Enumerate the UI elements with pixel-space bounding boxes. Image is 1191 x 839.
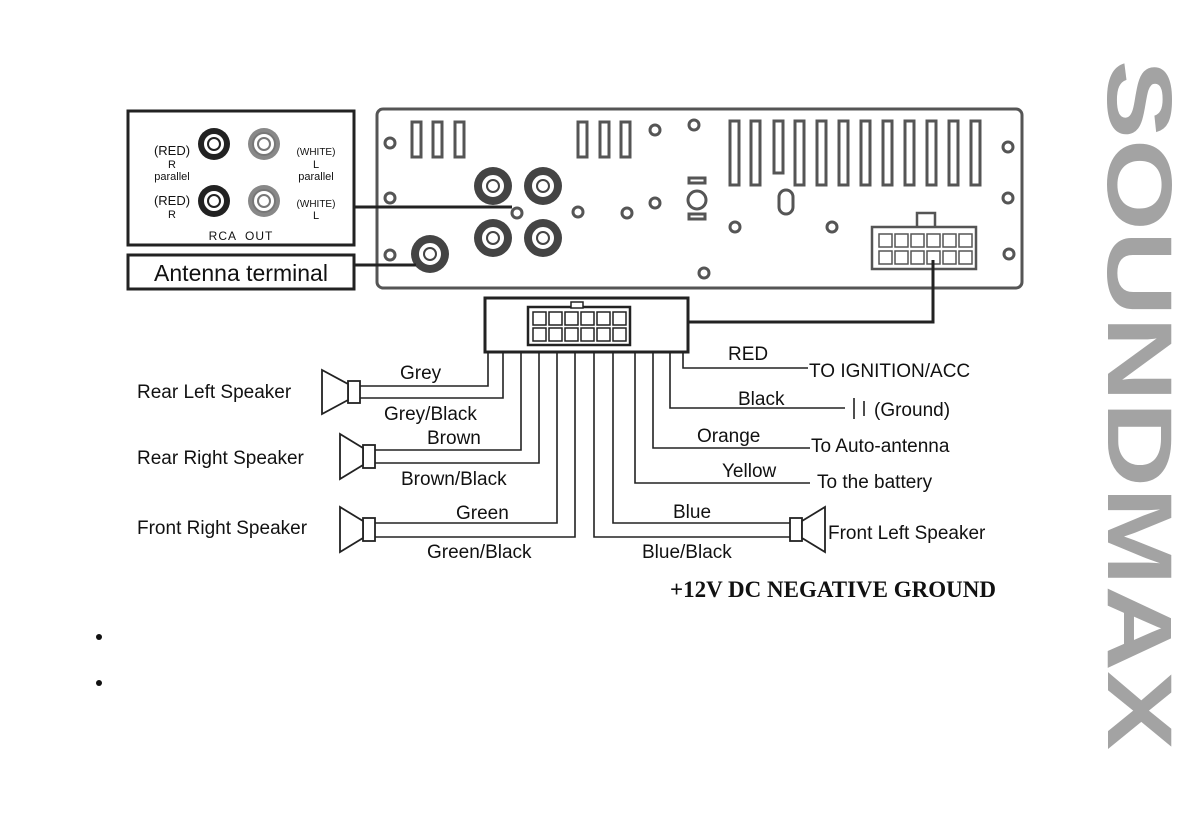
label-red: (RED) — [154, 143, 190, 158]
soundmax-logo: SOUNDMAX — [1090, 60, 1180, 750]
antenna-jack — [411, 235, 449, 273]
wire-label-brown-black: Brown/Black — [401, 469, 507, 490]
label-l: L — [313, 159, 319, 171]
wire-brown — [375, 352, 522, 451]
label-r: R — [168, 159, 176, 171]
wire-label-black: Black — [738, 389, 785, 410]
rca-jack-red — [198, 185, 230, 217]
label-white: (WHITE) — [297, 147, 336, 158]
ignition-destination: TO IGNITION/ACC — [809, 361, 970, 382]
wires — [360, 352, 865, 538]
unit-iso-socket — [870, 211, 978, 271]
rca-panel: (RED) R parallel (WHITE) L parallel (RED… — [126, 109, 356, 247]
wire-grey-black — [360, 352, 504, 399]
wire-label-green: Green — [456, 503, 509, 524]
wire-label-blue: Blue — [673, 502, 711, 523]
rca-jacks-cluster — [474, 167, 562, 257]
head-unit-back-panel — [375, 107, 1024, 290]
negative-ground-note: +12V DC NEGATIVE GROUND — [670, 577, 996, 602]
label-l: L — [313, 210, 319, 222]
wire-label-brown: Brown — [427, 428, 481, 449]
rear-right-speaker-label: Rear Right Speaker — [137, 448, 305, 469]
wire-black — [669, 352, 845, 409]
label-red: (RED) — [154, 193, 190, 208]
wire-label-grey-black: Grey/Black — [384, 404, 477, 425]
wire-red — [682, 352, 808, 369]
rca-out-title: RCA OUT — [209, 229, 274, 243]
antenna-label-box — [126, 253, 356, 291]
speaker-icon-front-right — [339, 505, 376, 554]
bullet-point — [96, 680, 102, 686]
label-parallel: parallel — [298, 171, 333, 183]
wire-label-green-black: Green/Black — [427, 542, 532, 563]
front-right-speaker-label: Front Right Speaker — [137, 518, 308, 539]
wire-green — [375, 352, 558, 524]
rca-jack-white — [248, 185, 280, 217]
wire-label-blue-black: Blue/Black — [642, 542, 732, 563]
rca-jack-white-parallel — [248, 128, 280, 160]
ground-destination: (Ground) — [874, 400, 950, 421]
wire-label-red: RED — [728, 344, 768, 365]
wire-green-black — [375, 352, 576, 538]
battery-destination: To the battery — [817, 472, 933, 493]
speaker-icon-rear-right — [339, 432, 376, 481]
wire-blue — [612, 352, 790, 524]
harness-connector — [483, 296, 690, 354]
leader-lines — [354, 205, 935, 324]
wire-grey — [360, 352, 489, 387]
label-white: (WHITE) — [297, 199, 336, 210]
wire-brown-black — [375, 352, 540, 464]
wire-label-orange: Orange — [697, 426, 760, 447]
rear-left-speaker-label: Rear Left Speaker — [137, 382, 292, 403]
antenna-terminal-label: Antenna terminal — [154, 260, 328, 286]
speaker-icon-rear-left — [321, 368, 361, 416]
rca-jack-red-parallel — [198, 128, 230, 160]
wire-label-grey: Grey — [400, 363, 442, 384]
wire-yellow — [634, 352, 810, 484]
speaker-icon-front-left — [789, 505, 826, 554]
label-parallel: parallel — [154, 171, 189, 183]
brand-logo-text: SOUNDMAX — [1090, 60, 1180, 750]
bullet-point — [96, 634, 102, 640]
wire-label-yellow: Yellow — [722, 461, 777, 482]
front-left-speaker-label: Front Left Speaker — [828, 523, 986, 544]
wire-orange — [652, 352, 810, 449]
label-r: R — [168, 209, 176, 221]
auto-antenna-destination: To Auto-antenna — [811, 436, 950, 457]
wire-blue-black — [593, 352, 790, 538]
